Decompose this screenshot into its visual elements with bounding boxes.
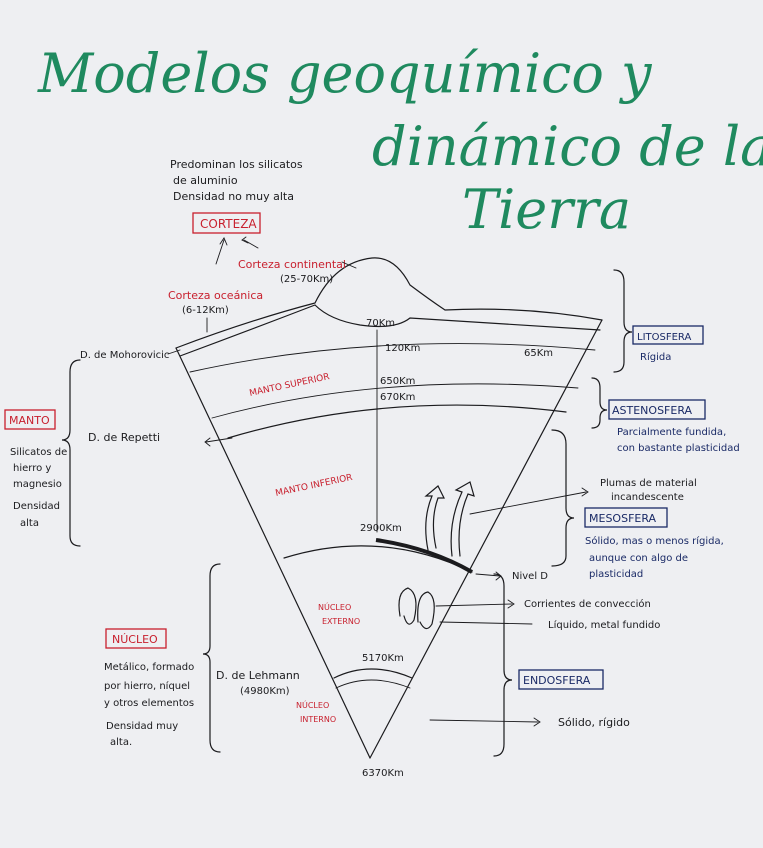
corteza-note: Predominan los silicatos de aluminio Den… bbox=[170, 158, 303, 203]
astenosfera-brace bbox=[592, 378, 607, 428]
corteza-note-line-3: Densidad no muy alta bbox=[173, 190, 294, 203]
corrientes-label: Corrientes de convección bbox=[524, 598, 651, 610]
nucleo-note-line-5: alta. bbox=[110, 737, 132, 748]
manto-note-line-5: alta bbox=[20, 518, 39, 529]
d-repetti-label: D. de Repetti bbox=[88, 431, 160, 444]
d-lehmann-depth: (4980Km) bbox=[240, 686, 290, 697]
nucleo-externo-label-1: NÚCLEO bbox=[318, 601, 351, 612]
nucleo-note-line-3: y otros elementos bbox=[104, 698, 194, 709]
continental-to-corteza-arrow bbox=[244, 240, 258, 248]
corteza-oceanica-label: Corteza oceánica bbox=[168, 289, 263, 302]
title-line-3: Tierra bbox=[462, 178, 631, 241]
depth-70km: 70Km bbox=[366, 318, 395, 329]
endosfera-box-label: ENDOSFERA bbox=[523, 674, 591, 687]
crust-outer-surface bbox=[176, 258, 602, 348]
corteza-box-label: CORTEZA bbox=[200, 217, 257, 231]
lehmann-line-2 bbox=[336, 680, 410, 688]
convection-loop-1 bbox=[399, 588, 416, 624]
astenosfera-box-label: ASTENOSFERA bbox=[612, 404, 693, 417]
title-line-1: Modelos geoquímico y bbox=[37, 42, 653, 105]
astenosfera-note-line-2: con bastante plasticidad bbox=[617, 443, 740, 454]
manto-note-line-4: Densidad bbox=[13, 501, 60, 512]
depth-2900km: 2900Km bbox=[360, 523, 402, 534]
litosfera-brace bbox=[614, 270, 632, 372]
depth-6370km: 6370Km bbox=[362, 768, 404, 779]
lehmann-line bbox=[334, 669, 412, 678]
depth-5170km: 5170Km bbox=[362, 653, 404, 664]
title-line-2: dinámico de la bbox=[372, 115, 763, 178]
astenosfera-note-line-1: Parcialmente fundida, bbox=[617, 427, 726, 438]
nivel-d-layer bbox=[376, 540, 472, 572]
liquido-label: Líquido, metal fundido bbox=[548, 619, 660, 631]
repetti-line bbox=[228, 405, 566, 438]
nucleo-interno-label-1: NÚCLEO bbox=[296, 699, 329, 710]
depth-65km: 65Km bbox=[524, 348, 553, 359]
nucleo-note-line-4: Densidad muy bbox=[106, 721, 178, 732]
plumas-note-line-2: incandescente bbox=[611, 492, 684, 503]
corteza-note-line-2: de aluminio bbox=[173, 174, 238, 187]
solido-pointer bbox=[430, 720, 538, 722]
nucleo-interno-label-2: INTERNO bbox=[300, 715, 336, 724]
plume-1 bbox=[426, 486, 444, 550]
plumas-pointer bbox=[470, 492, 586, 514]
litosfera-note: Rígida bbox=[640, 351, 671, 363]
corteza-note-line-1: Predominan los silicatos bbox=[170, 158, 303, 171]
mesosfera-note-line-1: Sólido, mas o menos rígida, bbox=[585, 535, 724, 547]
litosfera-box-label: LITOSFERA bbox=[637, 332, 691, 343]
liquido-pointer bbox=[440, 622, 532, 624]
manto-box-label: MANTO bbox=[9, 414, 50, 427]
depth-650km: 650Km bbox=[380, 376, 415, 387]
manto-superior-label: MANTO SUPERIOR bbox=[249, 372, 331, 399]
nucleo-externo-label-2: EXTERNO bbox=[322, 617, 360, 626]
nucleo-note-line-1: Metálico, formado bbox=[104, 661, 194, 673]
d-mohorovicic-label: D. de Mohorovicic bbox=[80, 350, 169, 361]
solido-label: Sólido, rígido bbox=[558, 716, 630, 729]
corteza-continental-range: (25-70Km) bbox=[280, 274, 333, 285]
continental-arrow-head bbox=[242, 237, 248, 243]
convection-loop-2 bbox=[418, 592, 435, 629]
mesosfera-note-line-3: plasticidad bbox=[589, 569, 643, 580]
plumas-note-line-1: Plumas de material bbox=[600, 478, 697, 489]
manto-inferior-label: MANTO INFERIOR bbox=[275, 473, 354, 499]
depth-670km: 670Km bbox=[380, 392, 415, 403]
depth-120km: 120Km bbox=[385, 343, 420, 354]
nucleo-note: Metálico, formado por hierro, níquel y o… bbox=[104, 661, 194, 748]
d-lehmann-label: D. de Lehmann bbox=[216, 669, 300, 682]
plume-2 bbox=[451, 482, 474, 556]
nucleo-note-line-2: por hierro, níquel bbox=[104, 680, 190, 692]
mantle-plumes bbox=[426, 482, 474, 556]
corteza-oceanica-range: (6-12Km) bbox=[182, 305, 229, 316]
corteza-continental-label: Corteza continental bbox=[238, 258, 346, 271]
mesosfera-note-line-2: aunque con algo de bbox=[589, 553, 688, 564]
mesosfera-box-label: MESOSFERA bbox=[589, 512, 657, 525]
manto-note: Silicatos de hierro y magnesio Densidad … bbox=[10, 447, 67, 529]
manto-note-line-2: hierro y bbox=[13, 463, 51, 474]
manto-note-line-1: Silicatos de bbox=[10, 447, 67, 458]
corrientes-pointer bbox=[436, 604, 512, 606]
nucleo-box-label: NÚCLEO bbox=[112, 633, 158, 646]
nivel-d-label: Nivel D bbox=[512, 571, 548, 582]
convection-loops bbox=[399, 588, 434, 629]
nucleo-brace bbox=[203, 564, 220, 752]
manto-note-line-3: magnesio bbox=[13, 479, 62, 490]
